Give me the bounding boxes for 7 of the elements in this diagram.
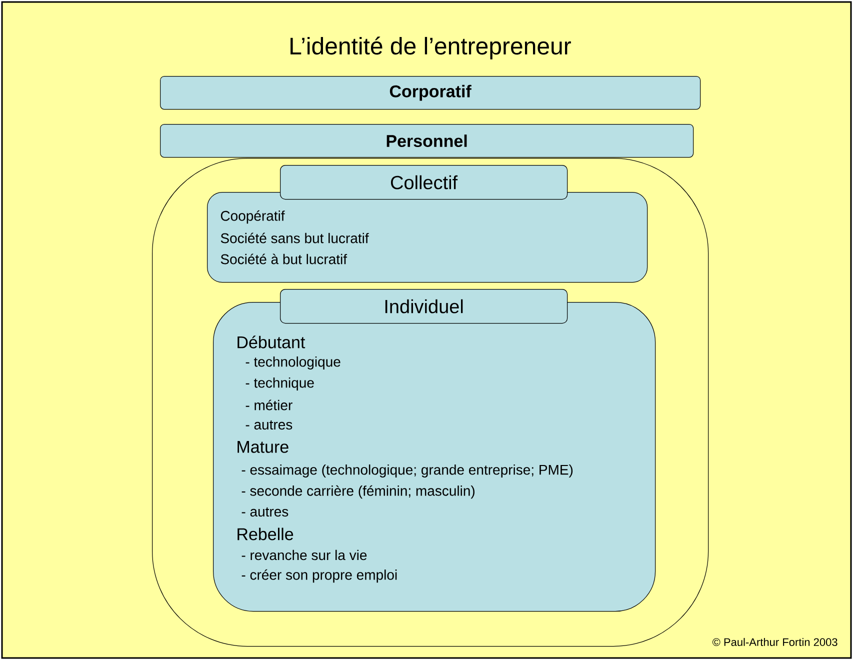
title: L’identité de l’entrepreneur [290,36,571,60]
section-header: Individuel [280,289,568,324]
section-header: Collectif [280,165,568,200]
category-bar: Corporatif [160,76,701,110]
list-box: Coopératif Société sans but lucratif Société à but lucratif [207,192,648,283]
category-bar: Personnel [160,124,694,158]
copyright-note: © Paul-Arthur Fortin 2003 [712,638,838,646]
